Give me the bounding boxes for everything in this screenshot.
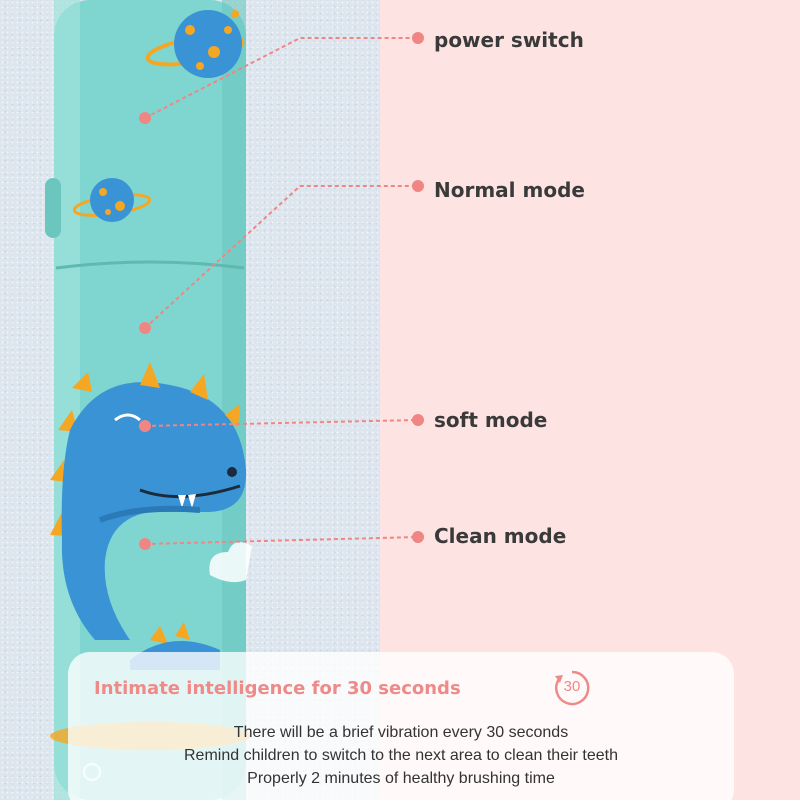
info-line-1: There will be a brief vibration every 30…	[233, 724, 569, 741]
normal-mode-label: Normal mode	[434, 178, 585, 202]
power-switch-label: power switch	[434, 28, 584, 52]
timer-value: 30	[563, 678, 581, 695]
side-button	[45, 178, 61, 238]
info-line-2: Remind children to switch to the next ar…	[183, 747, 618, 764]
soft-mode-label: soft mode	[434, 408, 548, 432]
info-card-title: Intimate intelligence for 30 seconds	[94, 678, 461, 699]
timer-icon	[554, 670, 590, 706]
info-line-3: Properly 2 minutes of healthy brushing t…	[247, 770, 555, 787]
info-card	[68, 652, 734, 812]
dinosaur-icon	[50, 362, 247, 640]
clean-mode-label: Clean mode	[434, 524, 567, 548]
